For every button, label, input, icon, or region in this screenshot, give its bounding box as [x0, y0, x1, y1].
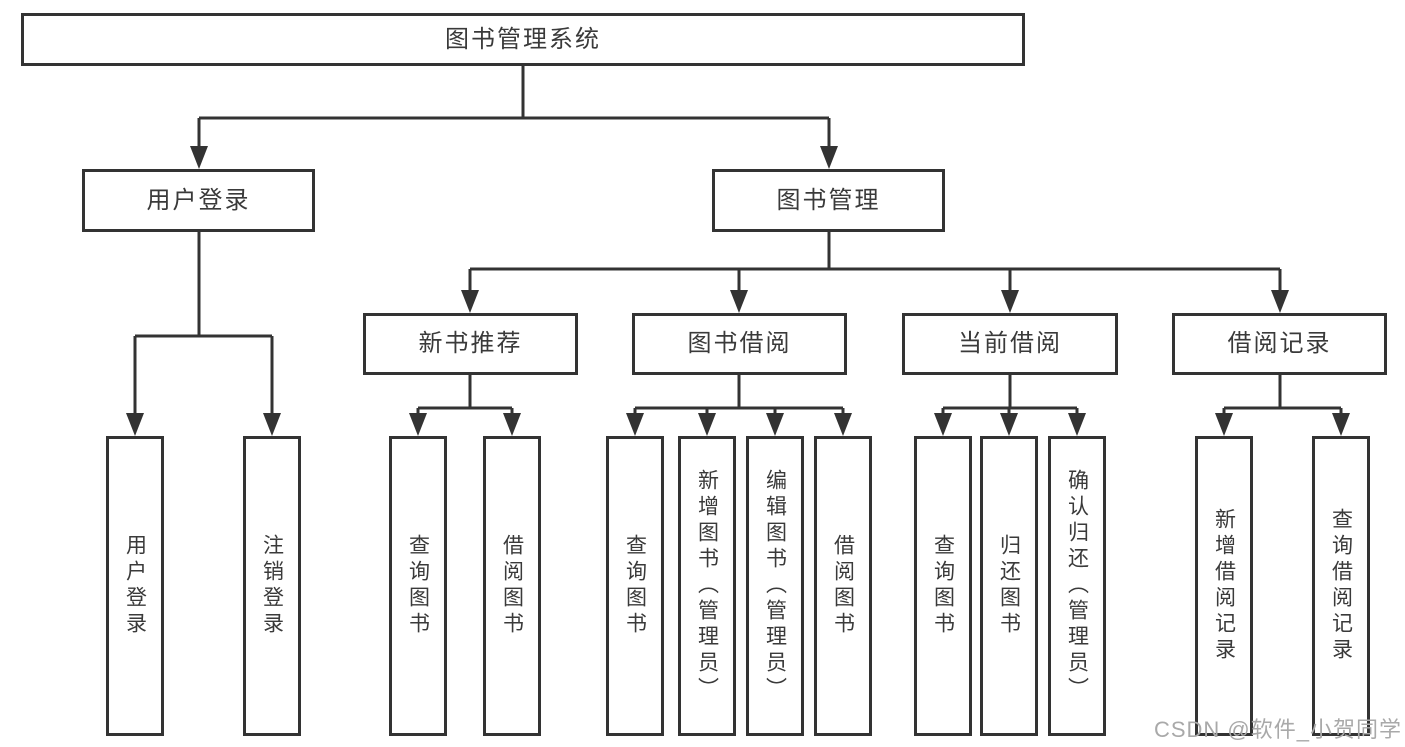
leaf-recommend-query-books: 查询图书 [389, 436, 447, 736]
node-borrow-record-label: 借阅记录 [1227, 330, 1332, 357]
leaf-borrow-query-books: 查询图书 [606, 436, 664, 736]
node-user-login-label: 用户登录 [146, 186, 251, 214]
leaf-current-query-books-label: 查询图书 [931, 534, 955, 638]
leaf-add-books-admin: 新增图书（管理员） [678, 436, 736, 736]
leaf-query-borrow-record-label: 查询借阅记录 [1329, 508, 1353, 664]
leaf-add-books-admin-label: 新增图书（管理员） [695, 469, 719, 703]
node-user-login: 用户登录 [82, 169, 315, 232]
node-book-management: 图书管理 [712, 169, 945, 232]
csdn-watermark: CSDN @软件_小贺同学 [1153, 717, 1402, 742]
leaf-borrow-query-books-label: 查询图书 [623, 534, 647, 638]
leaf-return-books-label: 归还图书 [997, 534, 1021, 638]
leaf-edit-books-admin-label: 编辑图书（管理员） [763, 469, 787, 703]
leaf-logout-label: 注销登录 [260, 534, 284, 638]
leaf-user-login: 用户登录 [106, 436, 164, 736]
node-current-borrow: 当前借阅 [902, 313, 1118, 375]
node-book-borrow-label: 图书借阅 [687, 330, 792, 357]
leaf-query-borrow-record: 查询借阅记录 [1312, 436, 1370, 736]
leaf-logout: 注销登录 [243, 436, 301, 736]
leaf-add-borrow-record: 新增借阅记录 [1195, 436, 1253, 736]
node-new-book-recommend: 新书推荐 [363, 313, 578, 375]
node-book-borrow: 图书借阅 [632, 313, 847, 375]
leaf-recommend-borrow-books: 借阅图书 [483, 436, 541, 736]
leaf-add-borrow-record-label: 新增借阅记录 [1212, 508, 1236, 664]
leaf-confirm-return-admin-label: 确认归还（管理员） [1065, 469, 1089, 703]
leaf-recommend-query-books-label: 查询图书 [406, 534, 430, 638]
leaf-return-books: 归还图书 [980, 436, 1038, 736]
node-root-label: 图书管理系统 [445, 25, 601, 53]
leaf-borrow-books: 借阅图书 [814, 436, 872, 736]
leaf-current-query-books: 查询图书 [914, 436, 972, 736]
leaf-borrow-books-label: 借阅图书 [831, 534, 855, 638]
leaf-confirm-return-admin: 确认归还（管理员） [1048, 436, 1106, 736]
node-current-borrow-label: 当前借阅 [958, 330, 1062, 357]
leaf-recommend-borrow-books-label: 借阅图书 [500, 534, 524, 638]
node-root: 图书管理系统 [21, 13, 1025, 66]
node-new-book-recommend-label: 新书推荐 [418, 330, 523, 357]
leaf-edit-books-admin: 编辑图书（管理员） [746, 436, 804, 736]
node-book-management-label: 图书管理 [776, 186, 881, 214]
leaf-user-login-label: 用户登录 [123, 534, 147, 638]
node-borrow-record: 借阅记录 [1172, 313, 1387, 375]
